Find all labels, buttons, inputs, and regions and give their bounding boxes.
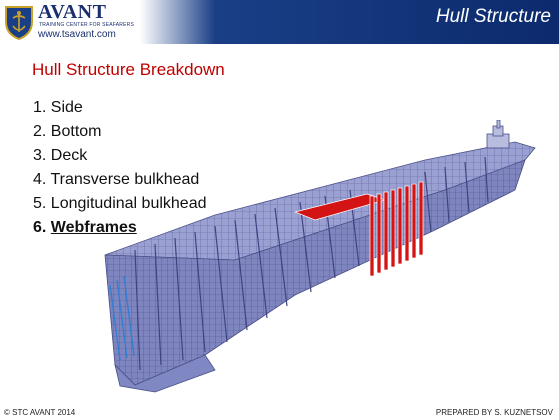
item-number: 4. [33,171,47,188]
hull-bow [114,354,216,393]
list-item-longitudinal-bulkhead: 5. Longitudinal bulkhead [33,192,206,216]
item-number: 2. [33,123,47,140]
logo-url: www.tsavant.com [38,29,116,40]
item-label: Longitudinal bulkhead [50,195,207,212]
list-item-transverse-bulkhead: 4. Transverse bulkhead [33,168,206,192]
avant-shield-icon [5,6,33,40]
logo-subtitle: TRAINING CENTER FOR SEAFARERS [39,22,134,28]
list-item-bottom: 2. Bottom [33,120,206,144]
transverse-frames [134,156,489,371]
list-item-side: 1. Side [33,96,206,120]
footer-copyright: © STC AVANT 2014 [4,408,76,417]
bow-frames [109,275,135,361]
item-number: 3. [33,147,47,164]
item-label: Side [50,99,83,116]
item-label: Bottom [50,123,102,140]
list-item-webframes: 6. Webframes [33,216,206,240]
breakdown-list: 1. Side 2. Bottom 3. Deck 4. Transverse … [33,96,206,240]
slide-title: Hull Structure Breakdown [32,60,225,79]
superstructure [486,120,510,149]
footer-author: PREPARED BY S. KUZNETSOV [435,408,553,417]
item-label: Deck [50,147,88,164]
header-bar: AVANT TRAINING CENTER FOR SEAFARERS www.… [0,0,559,44]
webframes-highlight [293,181,424,277]
item-number: 1. [33,99,47,116]
item-number: 5. [33,195,47,212]
header-title: Hull Structure [435,6,551,27]
hull-structure-illustration [104,120,536,393]
item-label: Webframes [50,219,137,236]
item-number: 6. [33,219,47,236]
item-label: Transverse bulkhead [50,171,200,188]
list-item-deck: 3. Deck [33,144,206,168]
logo-name: AVANT [38,1,107,23]
